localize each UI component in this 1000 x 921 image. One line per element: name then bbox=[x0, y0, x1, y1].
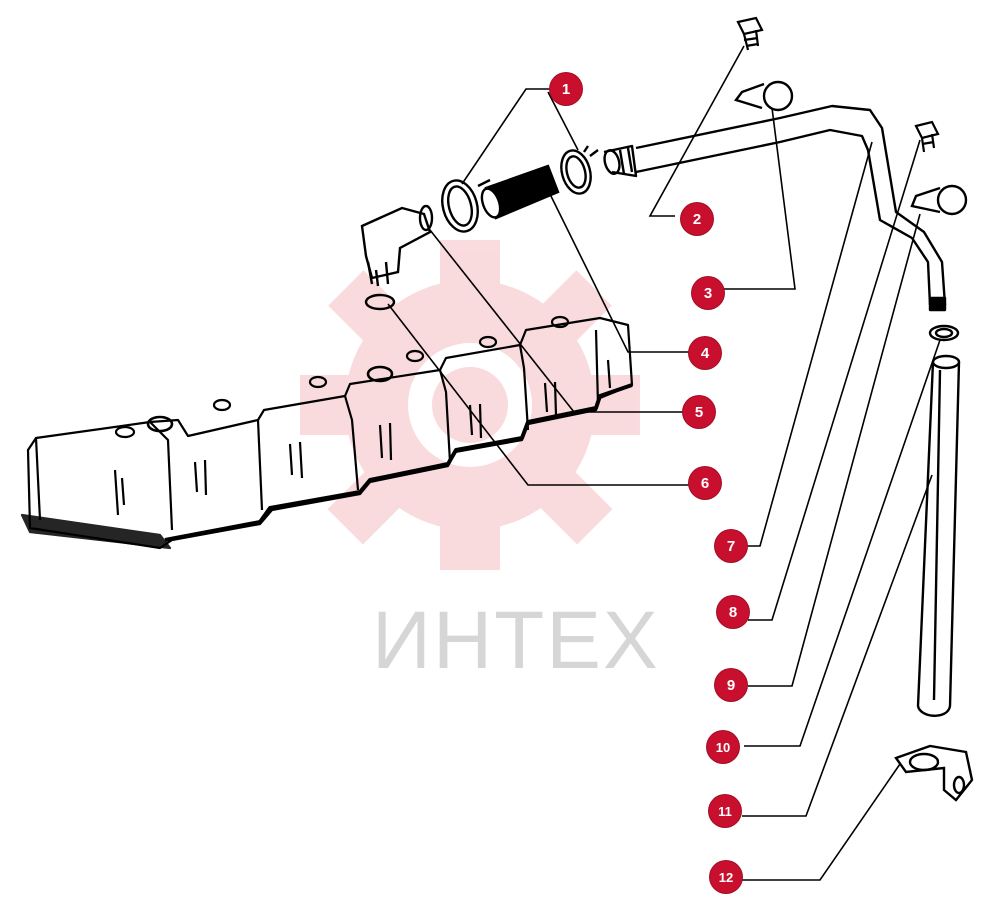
mounting-bracket bbox=[894, 744, 974, 802]
callout-12: 12 bbox=[710, 861, 742, 893]
callout-2: 2 bbox=[681, 203, 713, 235]
callout-11: 11 bbox=[709, 795, 741, 827]
bolts bbox=[736, 16, 940, 153]
watermark-logo-text: ИНТЕХ bbox=[372, 595, 660, 686]
callout-6: 6 bbox=[689, 467, 721, 499]
valve-cover bbox=[20, 315, 634, 550]
hose-and-clamps bbox=[441, 145, 599, 233]
leader-lines bbox=[387, 45, 941, 881]
callout-10: 10 bbox=[707, 731, 739, 763]
brackets bbox=[734, 80, 968, 216]
callout-1: 1 bbox=[550, 73, 582, 105]
callout-7: 7 bbox=[715, 530, 747, 562]
breather-pipe bbox=[603, 104, 947, 312]
callout-3: 3 bbox=[692, 277, 724, 309]
callout-5: 5 bbox=[683, 396, 715, 428]
callout-9: 9 bbox=[715, 669, 747, 701]
callout-8: 8 bbox=[717, 596, 749, 628]
lower-hose bbox=[916, 324, 961, 717]
callout-4: 4 bbox=[689, 337, 721, 369]
elbow-fitting bbox=[360, 204, 434, 311]
